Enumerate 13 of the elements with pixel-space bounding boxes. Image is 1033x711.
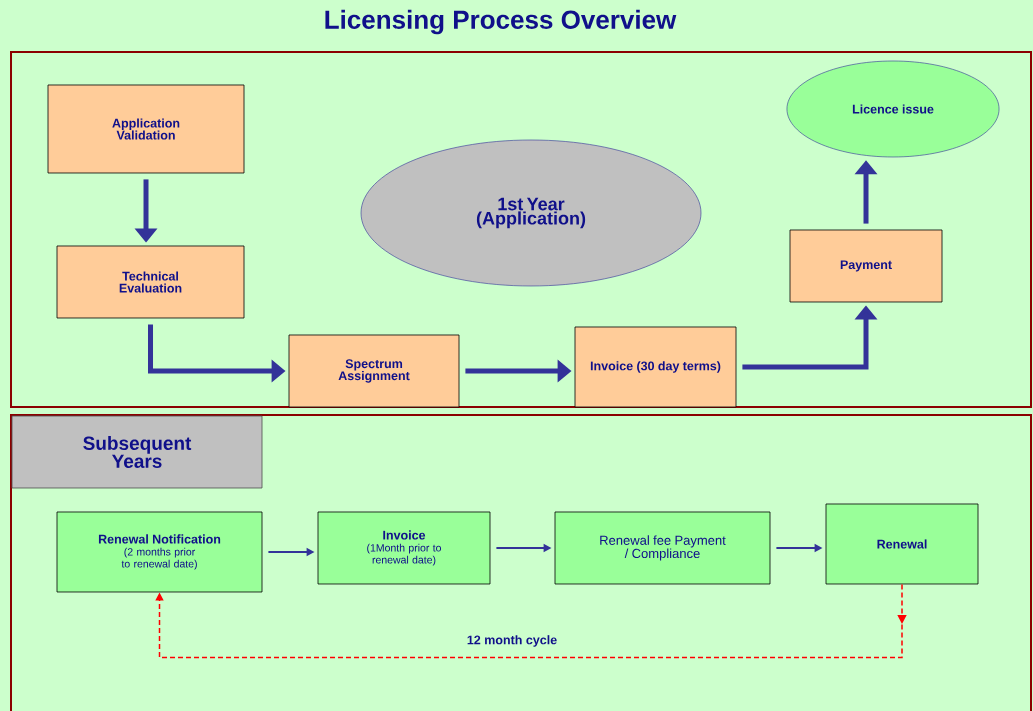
section-heading-box: Subsequent Years bbox=[11, 415, 263, 489]
process-box: Invoice (1Month prior to renewal date) bbox=[317, 511, 491, 585]
title: Licensing Process Overview bbox=[325, 9, 677, 35]
process-box: Renewal Notification (2 months prior to renewal date) bbox=[56, 511, 263, 593]
edge-label: 12 month cycle bbox=[465, 634, 559, 648]
process-box: Spectrum Assignment bbox=[288, 334, 460, 408]
process-box: Application Validation bbox=[47, 84, 245, 174]
process-box: Renewal fee Payment / Compliance bbox=[554, 511, 771, 585]
process-box: Payment bbox=[789, 229, 943, 303]
process-box: Renewal bbox=[825, 503, 979, 585]
process-box: Technical Evaluation bbox=[56, 245, 245, 319]
arrow bbox=[155, 583, 907, 659]
process-box: Invoice (30 day terms) bbox=[574, 326, 737, 408]
